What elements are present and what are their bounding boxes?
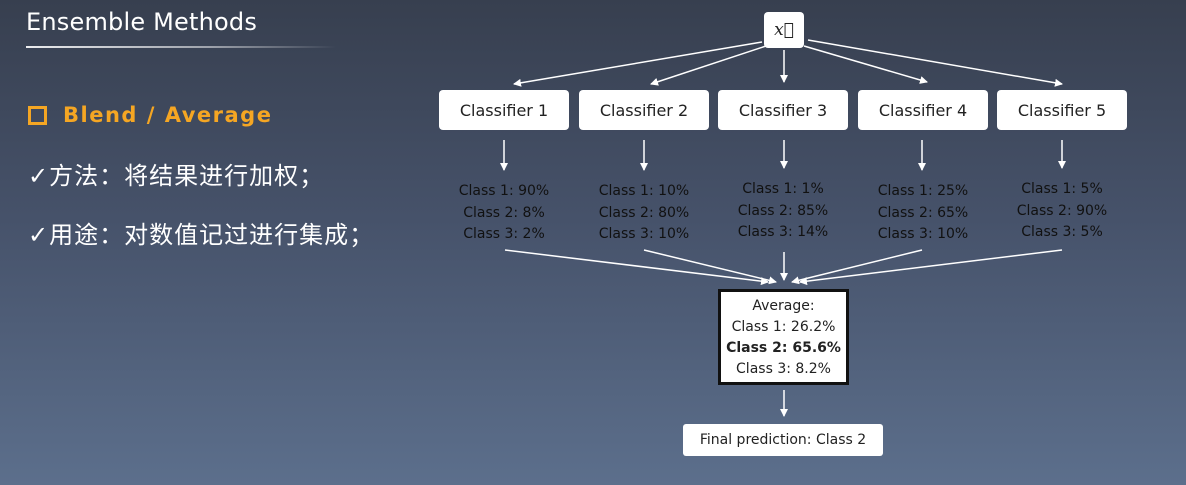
average-class-3: Class 3: 8.2% xyxy=(736,361,831,377)
average-class-1: Class 1: 26.2% xyxy=(731,319,836,335)
slide-title: Ensemble Methods xyxy=(26,8,258,36)
arrow-probs-2-to-average xyxy=(643,249,777,285)
arrow-x-to-classifier-2 xyxy=(650,45,767,86)
prob-class-2: Class 2: 80% xyxy=(598,204,690,221)
input-vector-node: x⃗ xyxy=(764,12,804,48)
arrow-probs-1-to-average xyxy=(504,249,769,286)
average-class-2: Class 2: 65.6% xyxy=(726,340,841,356)
classifier-4-probabilities: Class 1: 25% Class 2: 65% Class 3: 10% xyxy=(858,181,988,246)
prob-class-1: Class 1: 10% xyxy=(598,183,690,199)
classifier-3-probabilities: Class 1: 1% Class 2: 85% Class 3: 14% xyxy=(718,179,848,244)
prob-class-2: Class 2: 8% xyxy=(463,204,545,221)
classifier-2-box: Classifier 2 xyxy=(579,90,709,130)
square-bullet-icon xyxy=(28,105,47,125)
section-heading-text: Blend / Average xyxy=(63,103,273,127)
title-underline xyxy=(26,46,336,48)
arrow-probs-4-to-average xyxy=(791,249,923,285)
arrow-x-to-classifier-5 xyxy=(807,39,1063,87)
prob-class-3: Class 3: 2% xyxy=(463,226,545,242)
arrow-probs-5-to-average xyxy=(799,249,1063,286)
prob-class-3: Class 3: 5% xyxy=(1021,224,1103,240)
prob-class-1: Class 1: 1% xyxy=(742,181,824,197)
prob-class-2: Class 2: 65% xyxy=(877,204,969,221)
prob-class-1: Class 1: 25% xyxy=(877,183,969,199)
prob-class-3: Class 3: 10% xyxy=(598,226,690,242)
arrow-x-to-classifier-1 xyxy=(513,41,763,87)
classifier-2-probabilities: Class 1: 10% Class 2: 80% Class 3: 10% xyxy=(579,181,709,246)
classifier-5-probabilities: Class 1: 5% Class 2: 90% Class 3: 5% xyxy=(997,179,1127,244)
prob-class-1: Class 1: 90% xyxy=(458,183,550,199)
bullet-method: ✓方法：将结果进行加权； xyxy=(28,162,325,190)
average-box: Average: Class 1: 26.2% Class 2: 65.6% C… xyxy=(718,289,849,385)
arrow-x-to-classifier-4 xyxy=(803,45,928,84)
classifier-5-box: Classifier 5 xyxy=(997,90,1127,130)
bullet-usage: ✓用途：对数值记过进行集成； xyxy=(28,221,375,249)
classifier-4-box: Classifier 4 xyxy=(858,90,988,130)
prob-class-3: Class 3: 14% xyxy=(737,224,829,240)
classifier-3-box: Classifier 3 xyxy=(718,90,848,130)
prob-class-1: Class 1: 5% xyxy=(1021,181,1103,197)
average-heading: Average: xyxy=(752,298,815,314)
final-prediction-box: Final prediction: Class 2 xyxy=(683,424,883,456)
prob-class-3: Class 3: 10% xyxy=(877,226,969,242)
prob-class-2: Class 2: 85% xyxy=(737,202,829,219)
section-heading: Blend / Average xyxy=(28,103,272,127)
prob-class-2: Class 2: 90% xyxy=(1016,202,1108,219)
classifier-1-probabilities: Class 1: 90% Class 2: 8% Class 3: 2% xyxy=(439,181,569,246)
classifier-1-box: Classifier 1 xyxy=(439,90,569,130)
